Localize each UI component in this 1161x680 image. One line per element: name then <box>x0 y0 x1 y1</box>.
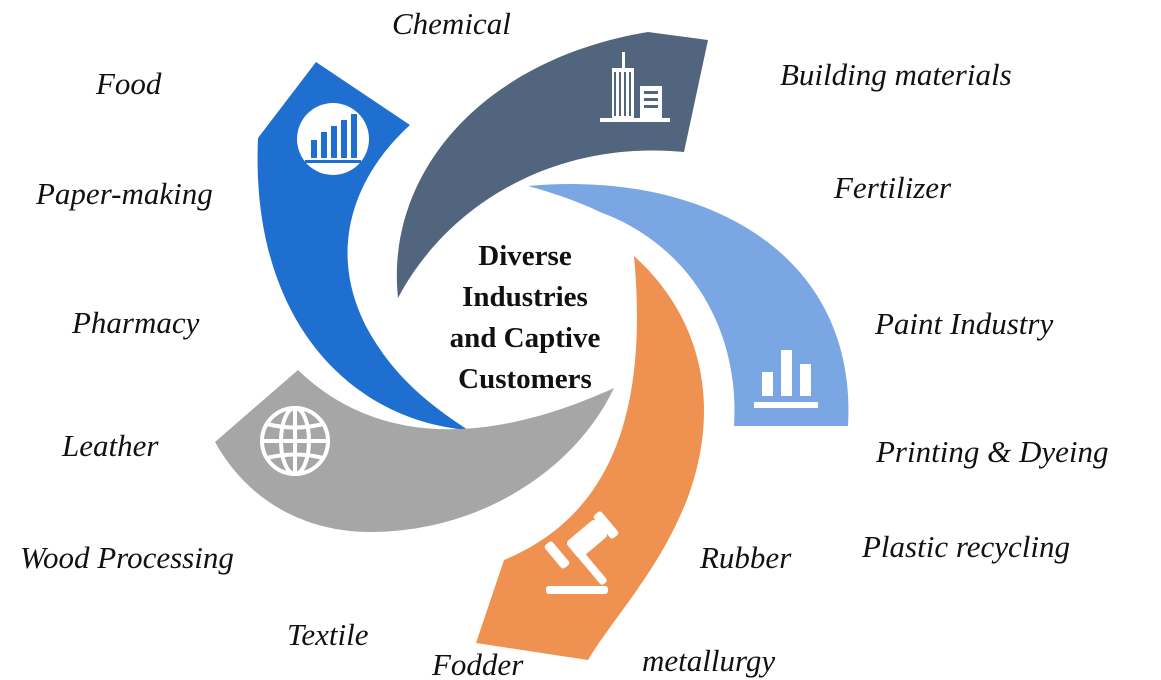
center-title-line: and Captive <box>449 322 601 354</box>
center-title-line: Diverse <box>478 240 572 272</box>
light-blue-segment <box>528 184 849 426</box>
industry-label-leather: Leather <box>62 428 159 463</box>
center-title-line: Industries <box>462 281 588 313</box>
orange-segment <box>476 256 705 660</box>
industry-label-fertilizer: Fertilizer <box>834 170 952 205</box>
industry-label-building-materials: Building materials <box>780 57 1012 92</box>
industry-label-rubber: Rubber <box>700 540 792 575</box>
buildings-icon <box>600 52 670 122</box>
industry-label-printing-dyeing: Printing & Dyeing <box>876 434 1109 469</box>
industry-label-wood-processing: Wood Processing <box>20 540 234 575</box>
bar-chart-icon <box>754 350 818 408</box>
industry-label-food: Food <box>96 66 162 101</box>
industry-label-paper-making: Paper-making <box>36 176 213 211</box>
bar-chart-icon <box>297 103 369 175</box>
industry-label-paint-industry: Paint Industry <box>875 306 1054 341</box>
industry-label-pharmacy: Pharmacy <box>72 305 200 340</box>
industry-label-textile: Textile <box>287 617 369 652</box>
center-title: Diverse Industries and Captive Customers <box>418 236 632 400</box>
industry-label-chemical: Chemical <box>392 6 511 41</box>
center-title-line: Customers <box>458 363 592 395</box>
industry-label-metallurgy: metallurgy <box>642 643 776 678</box>
gavel-icon <box>544 511 619 594</box>
industry-label-fodder: Fodder <box>432 647 524 680</box>
gray-segment <box>215 370 614 532</box>
industry-label-plastic-recycling: Plastic recycling <box>862 529 1071 564</box>
globe-icon <box>260 406 330 476</box>
